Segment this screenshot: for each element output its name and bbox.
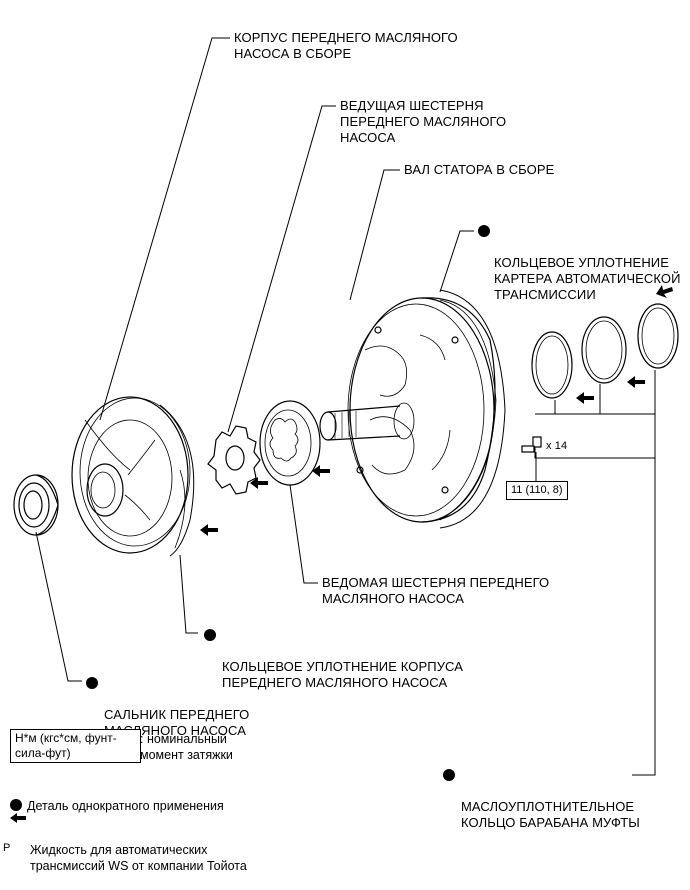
label-clutch-rings: МАСЛОУПЛОТНИТЕЛЬНОЕ КОЛЬЦО БАРАБАНА МУФТ… [443, 767, 640, 847]
non-reusable-dot-icon [10, 799, 22, 811]
drive-gear-part [207, 425, 261, 495]
label-case-oring: КОЛЬЦЕВОЕ УПЛОТНЕНИЕ КАРТЕРА АВТОМАТИЧЕС… [478, 223, 681, 319]
fluid-arrow-icon [656, 285, 673, 298]
non-reusable-dot-icon [443, 769, 455, 781]
corner-mark: P [3, 842, 11, 854]
oil-pump-exploded-diagram [13, 37, 679, 776]
stator-shaft-part [319, 297, 497, 523]
label-pump-body: КОРПУС ПЕРЕДНЕГО МАСЛЯНОГО НАСОСА В СБОР… [234, 30, 458, 61]
label-driven-gear: ВЕДОМАЯ ШЕСТЕРНЯ ПЕРЕДНЕГО МАСЛЯНОГО НАС… [322, 575, 550, 606]
leader-lines [35, 37, 656, 776]
leader-case-oring [439, 230, 474, 293]
label-stator-shaft: ВАЛ СТАТОРА В СБОРЕ [404, 162, 555, 177]
non-reusable-dot-icon [478, 225, 490, 237]
legend-units-desc: : номинальный момент затяжки [140, 732, 233, 762]
label-drive-gear: ВЕДУЩАЯ ШЕСТЕРНЯ ПЕРЕДНЕГО МАСЛЯНОГО НАС… [340, 98, 507, 145]
fluid-arrow-icon [627, 376, 645, 388]
fluid-arrow-icon [200, 524, 218, 536]
pump-body-part [71, 396, 191, 554]
leader-stator-shaft [349, 169, 400, 301]
leader-driven-gear [289, 484, 318, 584]
body-oring-part [159, 404, 195, 557]
bolt-part [521, 436, 542, 453]
legend-non-reusable: Деталь однократного применения [10, 782, 224, 814]
clutch-ring-1 [531, 331, 573, 399]
clutch-ring-3 [637, 303, 679, 369]
bolt-torque-box: 11 (110, 8) [506, 481, 568, 500]
label-body-oring: КОЛЬЦЕВОЕ УПЛОТНЕНИЕ КОРПУСА ПЕРЕДНЕГО М… [204, 627, 463, 707]
fluid-arrows [200, 285, 673, 536]
clutch-ring-2 [581, 316, 627, 384]
leader-drive-gear [227, 105, 336, 433]
fluid-arrow-icon [576, 392, 594, 404]
fluid-arrow-icon [312, 465, 330, 477]
bolt-quantity: x 14 [546, 440, 568, 452]
fluid-arrow-icon [10, 813, 26, 823]
case-oring-part [439, 289, 506, 529]
oil-seal-part [13, 474, 59, 536]
non-reusable-dot-icon [86, 677, 98, 689]
leader-body-oring [179, 554, 198, 634]
legend-fluid: Жидкость для автоматических трансмиссий … [10, 810, 247, 890]
driven-gear-part [259, 400, 321, 486]
fluid-arrow-icon [250, 477, 268, 489]
leader-oil-seal [35, 531, 82, 682]
legend-units-box: Н*м (кгс*см, фунт- сила-фут) [10, 729, 141, 763]
leader-pump-body [99, 37, 230, 421]
non-reusable-dot-icon [204, 629, 216, 641]
